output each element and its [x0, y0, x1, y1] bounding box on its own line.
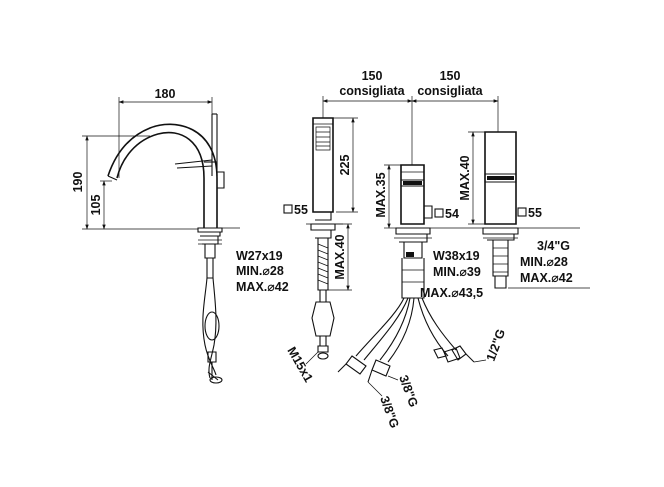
hose-thread-label: M15x1 — [284, 345, 315, 385]
hose-left-1-label: 3/8"G — [377, 394, 401, 430]
hose-thread-spec: M15x1 — [284, 345, 319, 385]
central-square-label: 54 — [445, 207, 459, 221]
diverter — [482, 131, 519, 289]
central-deck-label: MAX.35 — [374, 172, 388, 217]
diverter-thread-label: 3/4"G — [537, 239, 570, 253]
diverter-square-spec: 55 — [517, 206, 542, 220]
diverter-hole-specs: 3/4"G MIN.⌀28 MAX.⌀42 — [508, 227, 590, 289]
hose-left-2-label: 3/8"G — [396, 373, 420, 409]
diverter-height-label: MAX.40 — [458, 155, 472, 200]
hand-shower-square-label: 55 — [294, 203, 308, 217]
dim-central-deck: MAX.35 — [374, 164, 401, 229]
dim-spout-width: 180 — [118, 87, 213, 178]
left-spacing-note: consigliata — [339, 84, 405, 98]
central-max-hole-label: MAX.⌀43,5 — [420, 286, 483, 300]
left-spacing-value: 150 — [362, 69, 383, 83]
square-section-icon — [517, 207, 527, 217]
diverter-max-hole-label: MAX.⌀42 — [520, 271, 573, 285]
hand-shower-deck-label: MAX.40 — [333, 234, 347, 279]
central-mixer — [337, 164, 475, 383]
hand-shower-length-label: 225 — [338, 155, 352, 176]
diverter-square-label: 55 — [528, 206, 542, 220]
dim-spout-height: 190 — [71, 135, 198, 230]
diverter-min-hole-label: MIN.⌀28 — [520, 255, 568, 269]
dim-diverter-height: MAX.40 — [458, 131, 485, 225]
dim-spout-outlet-height: 105 — [89, 180, 112, 230]
dim-hand-shower-deck: MAX.40 — [328, 223, 352, 291]
spout-min-hole-label: MIN.⌀28 — [236, 264, 284, 278]
spout-mixer — [107, 113, 225, 384]
spout-mixer-hole-specs: W27x19 MIN.⌀28 MAX.⌀42 — [222, 227, 289, 294]
central-square-spec: 54 — [434, 207, 459, 221]
spout-height-label: 190 — [71, 172, 85, 193]
dim-hand-shower-length: 225 — [333, 117, 358, 213]
square-section-icon — [283, 204, 293, 214]
central-min-hole-label: MIN.⌀39 — [433, 265, 481, 279]
spout-outlet-height-label: 105 — [89, 195, 103, 216]
right-spacing-note: consigliata — [417, 84, 483, 98]
central-thread-label: W38x19 — [433, 249, 480, 263]
spout-thread-label: W27x19 — [236, 249, 283, 263]
spout-max-hole-label: MAX.⌀42 — [236, 280, 289, 294]
right-spacing-value: 150 — [440, 69, 461, 83]
hose-right-label: 1/2"G — [484, 327, 508, 363]
hand-shower-square-spec: 55 — [283, 203, 308, 217]
dim-recommended-spacing: 150 consigliata 150 consigliata — [322, 69, 499, 165]
square-section-icon — [434, 208, 444, 218]
central-hole-specs: W38x19 MIN.⌀39 MAX.⌀43,5 — [420, 227, 500, 300]
spout-width-label: 180 — [155, 87, 176, 101]
